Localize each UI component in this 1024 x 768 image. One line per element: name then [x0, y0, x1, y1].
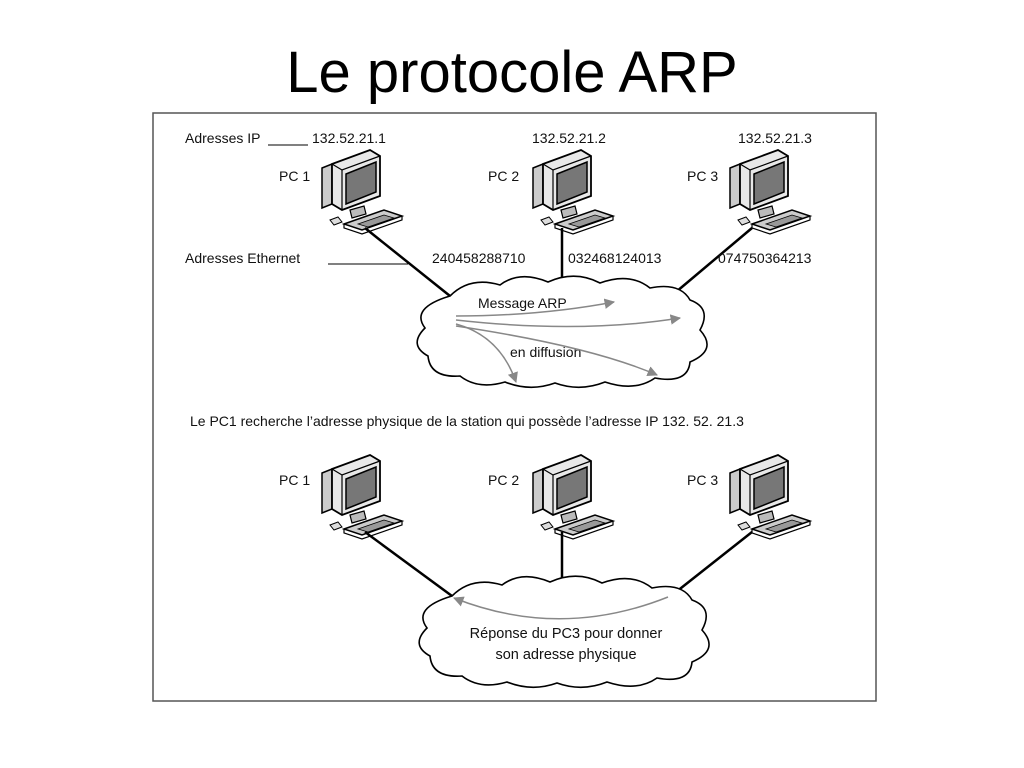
pc2-computer-icon	[532, 149, 614, 235]
pc1-label-bottom: PC 1	[279, 472, 310, 488]
pc1-ip: 132.52.21.1	[312, 130, 386, 146]
diagram-frame	[152, 112, 877, 702]
reply-label-line2: son adresse physique	[495, 647, 636, 663]
network-cloud-bottom	[418, 575, 710, 689]
broadcast-arrow-2	[455, 314, 682, 328]
pc3-computer-icon	[729, 149, 811, 235]
pc2-label-bottom: PC 2	[488, 472, 519, 488]
pc1-computer-icon-bottom	[321, 454, 403, 540]
broadcast-arrow-1	[455, 298, 616, 317]
reply-arrow	[453, 596, 669, 620]
arp-message-label: Message ARP	[478, 295, 567, 311]
slide-title: Le protocole ARP	[286, 40, 738, 105]
network-cloud-top	[416, 275, 708, 389]
diagram-caption: Le PC1 recherche l’adresse physique de l…	[190, 413, 744, 429]
pc3-computer-icon-bottom	[729, 454, 811, 540]
pc2-mac: 032468124013	[568, 250, 662, 266]
pc2-computer-icon-bottom	[532, 454, 614, 540]
pc3-label: PC 3	[687, 168, 718, 184]
pc1-computer-icon	[321, 149, 403, 235]
pc3-cable-bottom	[675, 531, 753, 593]
pc3-ip: 132.52.21.3	[738, 130, 812, 146]
reply-label-line1: Réponse du PC3 pour donner	[470, 626, 663, 642]
broadcast-arrow-4	[455, 325, 658, 377]
pc3-mac: 074750364213	[718, 250, 812, 266]
pc2-label: PC 2	[488, 168, 519, 184]
pc1-cable	[364, 227, 451, 297]
pc1-mac: 240458288710	[432, 250, 526, 266]
pc3-label-bottom: PC 3	[687, 472, 718, 488]
ip-label: Adresses IP	[185, 130, 260, 146]
pc1-cable-bottom	[364, 530, 453, 598]
pc2-ip: 132.52.21.2	[532, 130, 606, 146]
ethernet-label: Adresses Ethernet	[185, 250, 300, 266]
pc1-label: PC 1	[279, 168, 310, 184]
broadcast-label: en diffusion	[510, 344, 581, 360]
pc3-cable	[675, 227, 753, 293]
